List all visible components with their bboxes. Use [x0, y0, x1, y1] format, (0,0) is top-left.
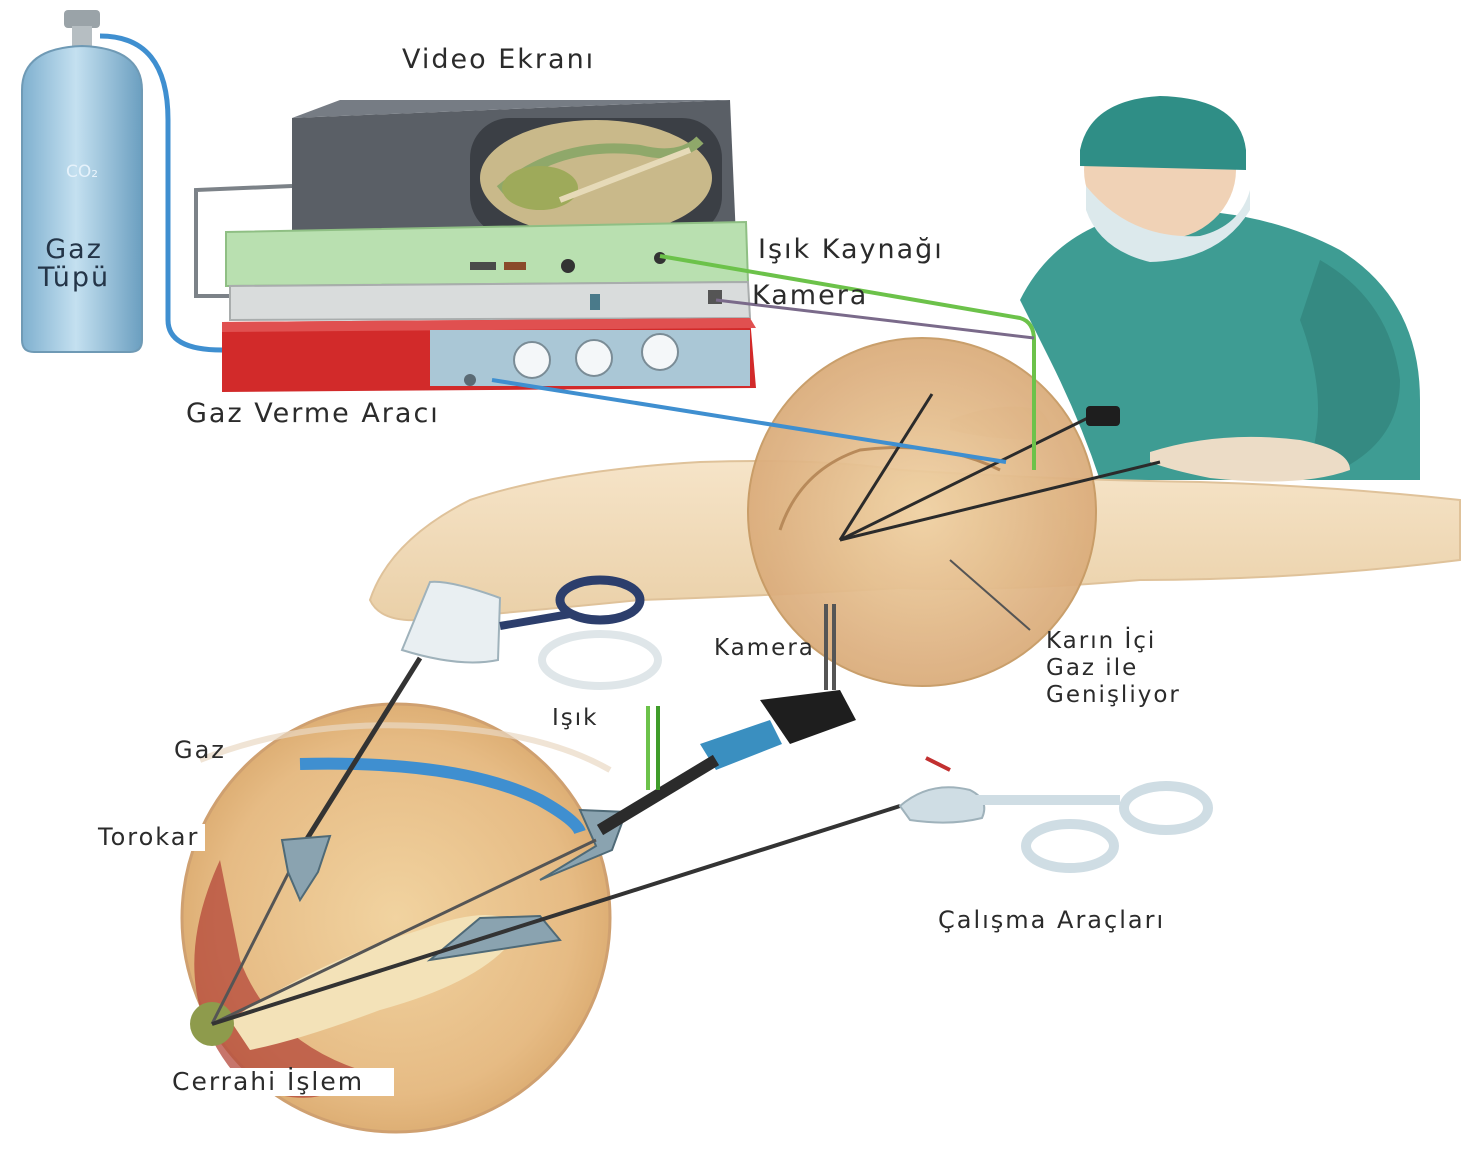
label-video-screen: Video Ekranı	[402, 46, 595, 74]
label-trocar: Torokar	[92, 824, 205, 851]
label-light: Işık	[552, 706, 598, 730]
light-source-unit	[226, 222, 748, 286]
working-tool-scissors	[900, 758, 1208, 868]
label-camera-bottom: Kamera	[714, 636, 815, 660]
label-working-tools: Çalışma Araçları	[938, 908, 1165, 933]
light-cable-bottom	[648, 706, 658, 790]
insufflator-unit	[222, 318, 756, 392]
label-surgical-procedure: Cerrahi İşlem	[166, 1068, 394, 1096]
video-monitor	[292, 100, 736, 238]
label-light-source: Işık Kaynağı	[758, 236, 944, 264]
label-abdomen-expands: Karın İçi Gaz ile Genişliyor	[1046, 628, 1181, 709]
label-camera-top: Kamera	[752, 282, 868, 310]
label-insufflator: Gaz Verme Aracı	[186, 400, 440, 428]
label-co2: CO₂	[66, 162, 98, 182]
camera-unit	[230, 282, 750, 320]
label-gas-tube: Gaz Tüpü	[38, 236, 110, 293]
label-gas: Gaz	[174, 738, 226, 763]
